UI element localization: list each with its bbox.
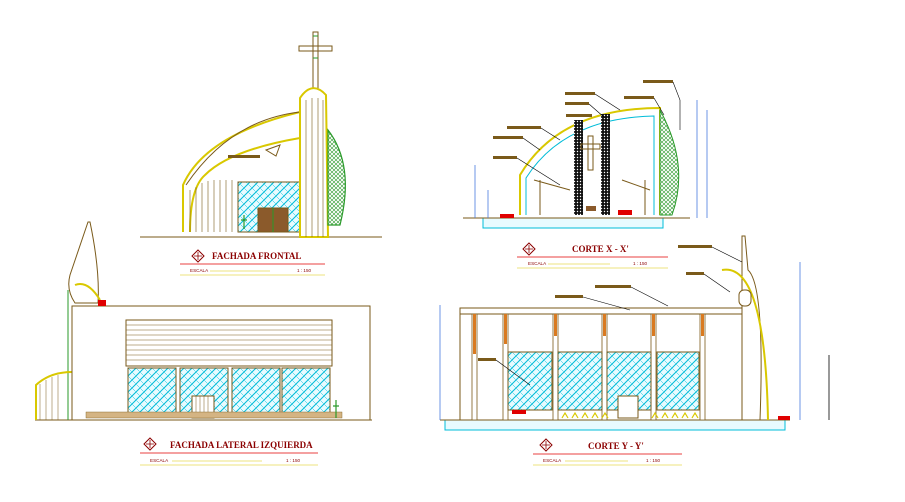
scale-label-section-x: ESCALA [528,261,547,266]
scale-label-section-y: ESCALA [543,458,562,463]
left-side-elevation [35,221,372,421]
compass-icon [143,437,157,451]
scale-value-section-y: 1 : 150 [646,458,660,463]
scale-value-front: 1 : 150 [297,268,311,273]
section-y-y [439,235,830,431]
front-elevation [140,31,382,238]
compass-icon [522,242,536,256]
cross-icon [298,31,333,95]
section-y-title-block: CORTE Y - Y' ESCALA 1 : 150 [533,438,682,466]
compass-icon [191,249,205,263]
scale-value-side: 1 : 150 [286,458,300,463]
view-title-front: FACHADA FRONTAL [212,251,301,261]
section-x-title-block: CORTE X - X' ESCALA 1 : 150 [517,242,668,269]
scale-value-section-x: 1 : 150 [633,261,647,266]
scale-label-side: ESCALA [150,458,169,463]
altar-cross-icon [580,135,601,171]
view-title-side: FACHADA LATERAL IZQUIERDA [170,440,313,450]
scale-label-front: ESCALA [190,268,209,273]
compass-icon [539,438,553,452]
front-title-block: FACHADA FRONTAL ESCALA 1 : 150 [180,249,325,276]
view-title-section-x: CORTE X - X' [572,244,629,254]
view-title-section-y: CORTE Y - Y' [588,441,644,451]
side-title-block: FACHADA LATERAL IZQUIERDA ESCALA 1 : 150 [140,437,318,466]
section-x-x [463,80,708,229]
